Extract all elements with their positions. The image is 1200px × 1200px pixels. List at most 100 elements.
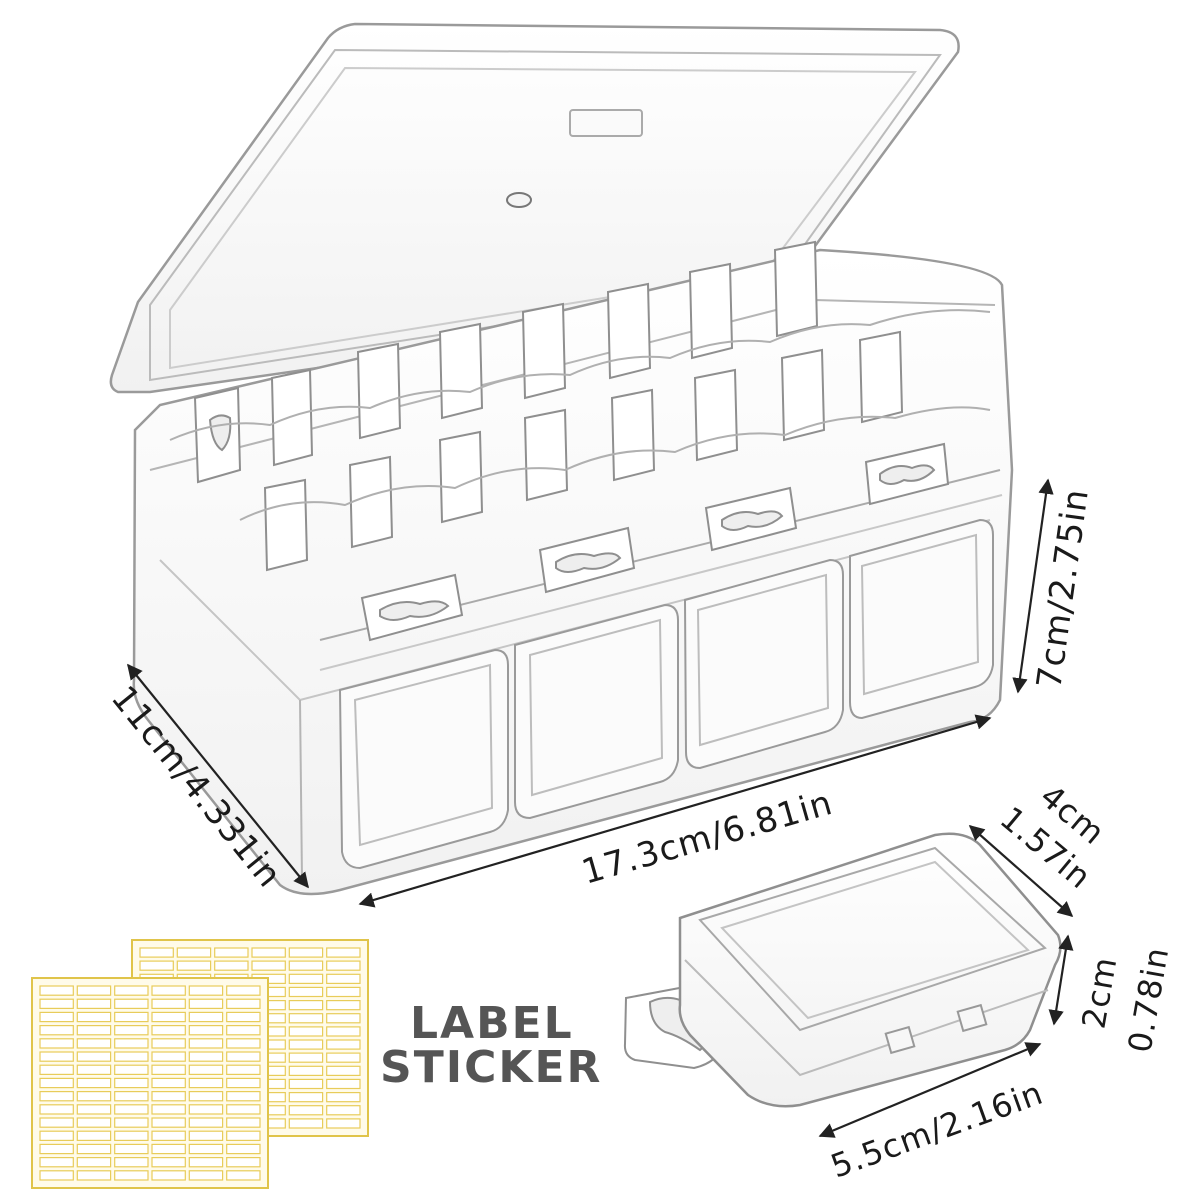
sticker-label-cell: [139, 947, 174, 958]
sticker-label-cell: [151, 1038, 186, 1049]
sticker-label-cell: [326, 1013, 361, 1024]
sticker-label-cell: [288, 1052, 324, 1063]
sticker-label-cell: [188, 1117, 224, 1128]
sticker-label-cell: [226, 1130, 261, 1141]
sticker-label-cell: [326, 1039, 361, 1050]
sticker-label-cell: [226, 1077, 261, 1089]
sticker-label-cell: [39, 998, 74, 1010]
sticker-label-cell: [251, 947, 286, 958]
sticker-label-cell: [151, 1011, 186, 1023]
mini-width-arrow: [968, 824, 1074, 918]
sticker-label-cell: [76, 1051, 112, 1062]
mini-case: [623, 832, 1062, 1108]
sticker-label-cell: [188, 1090, 224, 1102]
sticker-label-cell: [214, 960, 249, 971]
sticker-label-cell: [288, 1013, 324, 1024]
mini-height-arrow: [1048, 934, 1074, 1026]
sticker-label-cell: [76, 1170, 112, 1181]
sticker-label-cell: [251, 960, 286, 971]
sticker-label-cell: [226, 1038, 261, 1049]
sticker-label-cell: [226, 985, 261, 996]
sticker-label-cell: [39, 1051, 74, 1062]
sticker-label-cell: [39, 1170, 74, 1181]
sticker-label-cell: [76, 1064, 112, 1075]
sticker-label-cell: [76, 1077, 112, 1089]
sticker-label-cell: [188, 1143, 224, 1155]
sticker-label-cell: [76, 1130, 112, 1141]
height-label: 7cm/2.75in: [1029, 486, 1097, 691]
sticker-label-cell: [188, 1104, 224, 1115]
sticker-title-line2: STICKER: [380, 1042, 602, 1093]
sticker-label-cell: [151, 1130, 186, 1141]
sticker-label-cell: [39, 1077, 74, 1089]
sticker-label-cell: [39, 1064, 74, 1075]
sticker-label-cell: [326, 1105, 361, 1116]
sticker-label-cell: [288, 1078, 324, 1090]
sticker-label-cell: [326, 1118, 361, 1129]
sticker-label-cell: [176, 947, 212, 958]
sticker-label-cell: [151, 1143, 186, 1155]
sticker-label-cell: [76, 1156, 112, 1168]
sticker-label-cell: [188, 998, 224, 1010]
sticker-label-cell: [188, 1130, 224, 1141]
sticker-label-cell: [151, 998, 186, 1010]
mini-case-body: [678, 832, 1062, 1108]
sticker-label-cell: [114, 1143, 149, 1155]
sticker-label-cell: [39, 1156, 74, 1168]
sticker-label-cell: [114, 1064, 149, 1075]
width-arrow: [127, 663, 309, 889]
sticker-label-cell: [39, 1117, 74, 1128]
sticker-label-cell: [288, 960, 324, 971]
sticker-label-cell: [188, 1064, 224, 1075]
sticker-label-cell: [76, 1143, 112, 1155]
sticker-label-cell: [76, 1024, 112, 1036]
sticker-label-cell: [226, 1143, 261, 1155]
sticker-label-cell: [114, 1038, 149, 1049]
sticker-label-cell: [288, 1091, 324, 1103]
sticker-label-cell: [326, 1078, 361, 1090]
sticker-label-cell: [76, 1090, 112, 1102]
sticker-label-cell: [39, 1024, 74, 1036]
mini-height-cm: 2cm: [1074, 954, 1124, 1032]
sticker-label-cell: [139, 960, 174, 971]
sticker-label-cell: [76, 998, 112, 1010]
sticker-label-cell: [151, 1051, 186, 1062]
sticker-label-cell: [226, 1117, 261, 1128]
sticker-label-cell: [114, 1024, 149, 1036]
sticker-label-cell: [326, 999, 361, 1011]
sticker-label-cell: [288, 1105, 324, 1116]
sticker-label-cell: [288, 1065, 324, 1077]
sticker-label-cell: [288, 999, 324, 1011]
sticker-label-cell: [114, 998, 149, 1010]
sticker-label-cell: [326, 1026, 361, 1037]
sticker-label-cell: [188, 1024, 224, 1036]
sticker-label-cell: [114, 1117, 149, 1128]
sticker-label-cell: [114, 1104, 149, 1115]
sticker-label-cell: [151, 1156, 186, 1168]
case-tabs: [193, 240, 950, 642]
sticker-label-cell: [214, 947, 249, 958]
sticker-label-cell: [226, 998, 261, 1010]
sticker-label-cell: [151, 1090, 186, 1102]
sticker-label-cell: [114, 1051, 149, 1062]
sticker-label-cell: [226, 1104, 261, 1115]
sticker-label-cell: [226, 1064, 261, 1075]
sticker-label-cell: [39, 1011, 74, 1023]
sticker-label-cell: [288, 1026, 324, 1037]
sticker-label-cell: [114, 1170, 149, 1181]
length-arrow: [358, 714, 992, 908]
sticker-label-cell: [326, 947, 361, 958]
sticker-label-cell: [326, 960, 361, 971]
sticker-label-cell: [76, 1117, 112, 1128]
sticker-label-cell: [39, 1090, 74, 1102]
sticker-label-cell: [326, 1091, 361, 1103]
sticker-label-cell: [226, 1024, 261, 1036]
sticker-label-cell: [226, 1170, 261, 1181]
sticker-label-cell: [151, 1077, 186, 1089]
sticker-label-cell: [188, 1170, 224, 1181]
case-tops: [169, 309, 991, 521]
sticker-label-cell: [188, 1038, 224, 1049]
sticker-label-cell: [151, 1117, 186, 1128]
sticker-label-cell: [76, 1011, 112, 1023]
